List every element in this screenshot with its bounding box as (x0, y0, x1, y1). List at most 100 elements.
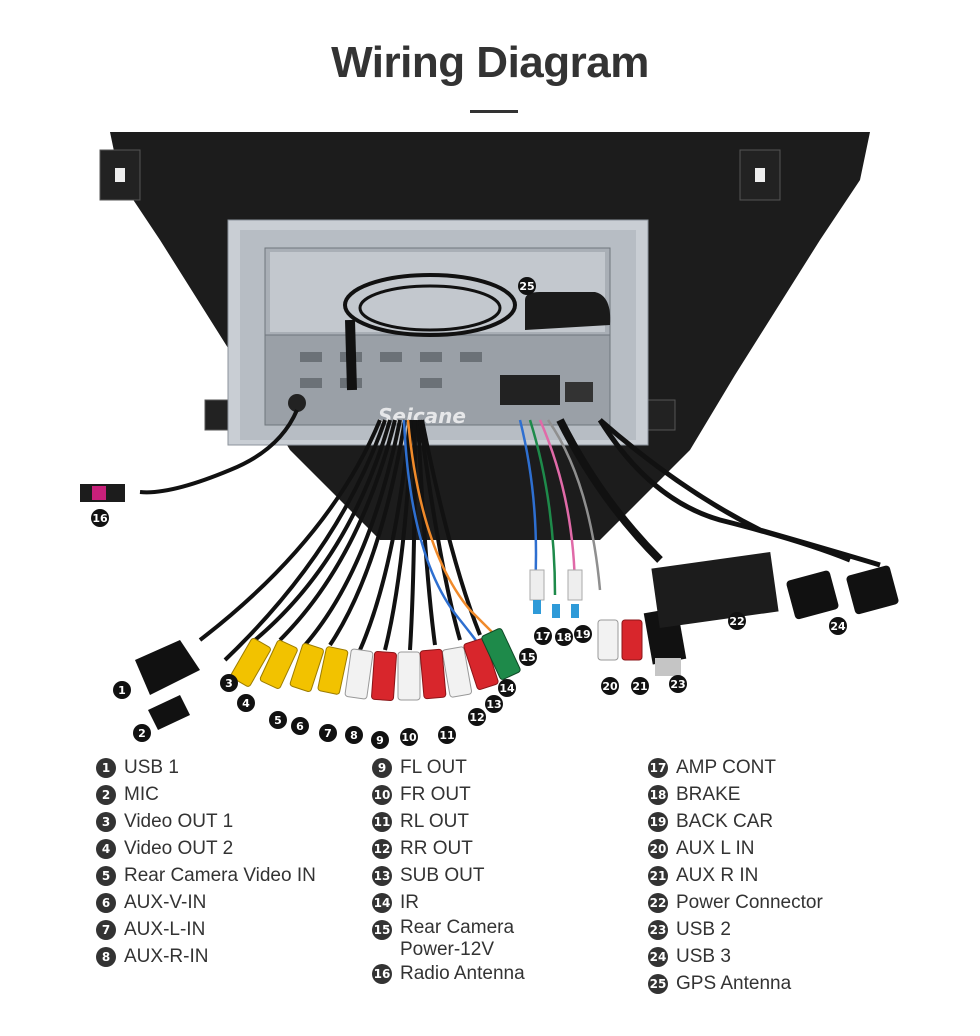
legend-number: 23 (648, 920, 668, 940)
legend-number: 1 (96, 758, 116, 778)
callout-20: 20 (601, 677, 619, 695)
svg-text:11: 11 (439, 729, 454, 742)
legend-number: 18 (648, 785, 668, 805)
callout-16: 16 (91, 509, 109, 527)
main-harness-socket (500, 375, 560, 405)
legend-label: RR OUT (400, 838, 473, 859)
legend-label: AUX-R-IN (124, 946, 209, 967)
callout-24: 24 (829, 617, 847, 635)
wiring-figure: Seicane (0, 120, 980, 760)
legend-label: USB 2 (676, 919, 731, 940)
legend-label: AMP CONT (676, 757, 776, 778)
callout-3: 3 (220, 674, 238, 692)
callout-13: 13 (485, 695, 503, 713)
legend-label: GPS Antenna (676, 973, 792, 994)
svg-text:13: 13 (486, 698, 501, 711)
page-title: Wiring Diagram (331, 38, 649, 87)
legend-label: FL OUT (400, 757, 467, 778)
legend-number: 14 (372, 893, 392, 913)
svg-text:12: 12 (469, 711, 484, 724)
legend-label: AUX-L-IN (124, 919, 206, 940)
svg-text:24: 24 (830, 620, 846, 633)
svg-text:15: 15 (520, 651, 535, 664)
usb-3-plug-b (846, 565, 899, 615)
legend-number: 20 (648, 839, 668, 859)
svg-text:1: 1 (118, 684, 126, 697)
callout-6: 6 (291, 717, 309, 735)
wiring-illustration: Seicane (80, 132, 899, 749)
legend-number: 10 (372, 785, 392, 805)
legend-label: AUX R IN (676, 865, 759, 886)
svg-text:10: 10 (401, 731, 417, 744)
svg-text:2: 2 (138, 727, 146, 740)
legend-number: 25 (648, 974, 668, 994)
legend-label: USB 1 (124, 757, 179, 778)
legend-number: 17 (648, 758, 668, 778)
legend-number: 15 (372, 920, 392, 940)
callout-9: 9 (371, 731, 389, 749)
svg-text:18: 18 (556, 631, 571, 644)
legend-label: Video OUT 2 (124, 838, 234, 859)
svg-text:3: 3 (225, 677, 233, 690)
legend-label: USB 3 (676, 946, 731, 967)
callout-11: 11 (438, 726, 456, 744)
legend-number: 4 (96, 839, 116, 859)
callout-10: 10 (400, 728, 418, 746)
legend-number: 5 (96, 866, 116, 886)
callout-5: 5 (269, 711, 287, 729)
rca-plugs (230, 628, 521, 702)
callout-17: 17 (534, 627, 552, 645)
callout-4: 4 (237, 694, 255, 712)
svg-text:14: 14 (499, 682, 515, 695)
legend-number: 19 (648, 812, 668, 832)
svg-text:6: 6 (296, 720, 304, 733)
svg-text:22: 22 (729, 615, 744, 628)
svg-text:25: 25 (519, 280, 534, 293)
svg-text:20: 20 (602, 680, 618, 693)
svg-text:9: 9 (376, 734, 384, 747)
legend-label: IR (400, 892, 419, 913)
callout-22: 22 (728, 612, 746, 630)
callout-7: 7 (319, 724, 337, 742)
legend-number: 11 (372, 812, 392, 832)
legend-number: 24 (648, 947, 668, 967)
legend-number: 6 (96, 893, 116, 913)
power-connector (651, 551, 779, 629)
callout-8: 8 (345, 726, 363, 744)
gps-antenna-puck (525, 292, 611, 330)
legend-label: SUB OUT (400, 865, 485, 886)
callout-19: 19 (574, 625, 592, 643)
svg-text:8: 8 (350, 729, 358, 742)
legend-number: 3 (96, 812, 116, 832)
legend-label: AUX L IN (676, 838, 755, 859)
callout-15: 15 (519, 648, 537, 666)
svg-text:16: 16 (92, 512, 108, 525)
legend-label: Power Connector (676, 892, 823, 913)
callout-14: 14 (498, 679, 516, 697)
mic-plug (148, 695, 190, 730)
legend-label: Rear Camera Video IN (124, 865, 316, 886)
legend-number: 7 (96, 920, 116, 940)
legend-label: AUX-V-IN (124, 892, 207, 913)
usb-3-plug-a (786, 570, 839, 620)
legend-number: 22 (648, 893, 668, 913)
callout-badges: 1 2 3 4 5 6 7 8 9 10 11 12 13 14 15 16 1… (91, 277, 847, 749)
title-underline (470, 110, 518, 113)
legend-label: MIC (124, 784, 159, 805)
legend-number: 9 (372, 758, 392, 778)
svg-text:7: 7 (324, 727, 332, 740)
callout-21: 21 (631, 677, 649, 695)
legend-number: 16 (372, 964, 392, 984)
frame-ear-right (739, 149, 781, 201)
callout-2: 2 (133, 724, 151, 742)
legend-number: 2 (96, 785, 116, 805)
svg-text:17: 17 (535, 630, 550, 643)
legend-label: BACK CAR (676, 811, 774, 832)
legend-number: 8 (96, 947, 116, 967)
callout-23: 23 (669, 675, 687, 693)
legend-label: FR OUT (400, 784, 471, 805)
usb-1-plug (135, 640, 200, 695)
svg-text:19: 19 (575, 628, 590, 641)
callout-18: 18 (555, 628, 573, 646)
svg-text:5: 5 (274, 714, 282, 727)
